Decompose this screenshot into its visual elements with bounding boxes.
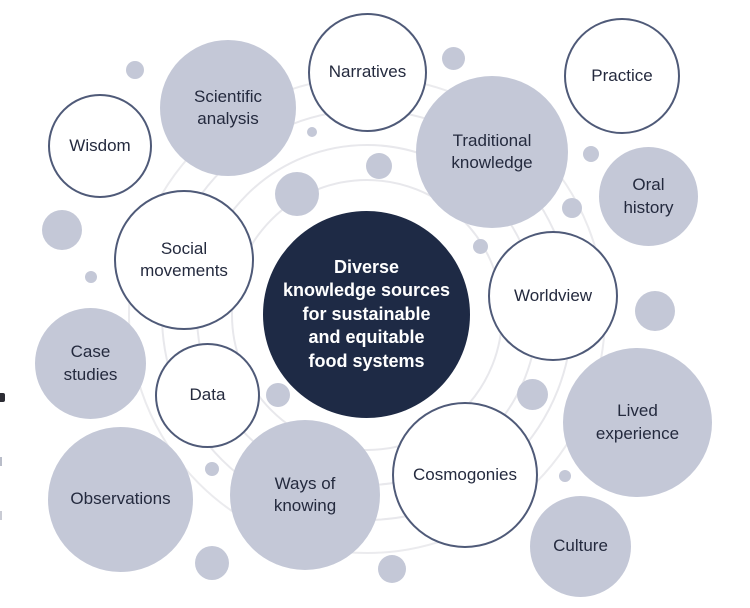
node-data: Data	[155, 343, 260, 448]
node-label: Oral history	[623, 175, 674, 217]
node-observations: Observations	[48, 427, 193, 572]
node-label: Scientific analysis	[193, 86, 263, 128]
decorative-dot	[307, 127, 317, 137]
decorative-dot	[195, 546, 229, 580]
node-social-movements: Social movements	[114, 190, 254, 330]
decorative-dot	[275, 172, 319, 216]
decorative-dot	[583, 146, 599, 162]
node-lived-experience: Lived experience	[563, 348, 712, 497]
node-label: Practice	[591, 65, 653, 85]
decorative-dot	[517, 379, 548, 410]
node-scientific-analysis: Scientific analysis	[160, 40, 296, 176]
node-traditional-knowledge: Traditional knowledge	[416, 76, 568, 228]
node-cosmogonies: Cosmogonies	[392, 402, 538, 548]
center-theme-circle: Diverse knowledge sources for sustainabl…	[263, 211, 470, 418]
node-label: Traditional knowledge	[451, 130, 533, 172]
node-wisdom: Wisdom	[48, 94, 152, 198]
node-label: Social movements	[140, 238, 228, 280]
node-label: Worldview	[513, 285, 593, 305]
decorative-dot	[473, 239, 488, 254]
decorative-dot	[42, 210, 82, 250]
node-culture: Culture	[530, 496, 631, 597]
node-label: Case studies	[63, 342, 118, 384]
node-label: Lived experience	[595, 401, 680, 443]
node-label: Wisdom	[69, 135, 131, 155]
decorative-dot	[635, 291, 675, 331]
node-ways-of-knowing: Ways of knowing	[230, 420, 380, 570]
decorative-dot	[442, 47, 465, 70]
node-label: Narratives	[328, 62, 407, 82]
center-theme-label: Diverse knowledge sources for sustainabl…	[282, 257, 451, 371]
decorative-dot	[266, 383, 290, 407]
node-worldview: Worldview	[488, 231, 618, 361]
edge-artifact	[0, 511, 2, 520]
node-case-studies: Case studies	[35, 308, 146, 419]
decorative-dot	[126, 61, 144, 79]
node-oral-history: Oral history	[599, 147, 698, 246]
decorative-dot	[366, 153, 392, 179]
node-label: Cosmogonies	[413, 464, 517, 484]
node-label: Observations	[70, 489, 171, 509]
decorative-dot	[559, 470, 571, 482]
node-narratives: Narratives	[308, 13, 427, 132]
decorative-dot	[205, 462, 219, 476]
node-label: Ways of knowing	[273, 473, 337, 515]
node-practice: Practice	[564, 18, 680, 134]
edge-artifact	[0, 393, 5, 402]
decorative-dot	[562, 198, 582, 218]
node-label: Culture	[553, 536, 608, 556]
decorative-dot	[85, 271, 97, 283]
decorative-dot	[378, 555, 406, 583]
edge-artifact	[0, 457, 2, 466]
node-label: Data	[189, 385, 226, 405]
